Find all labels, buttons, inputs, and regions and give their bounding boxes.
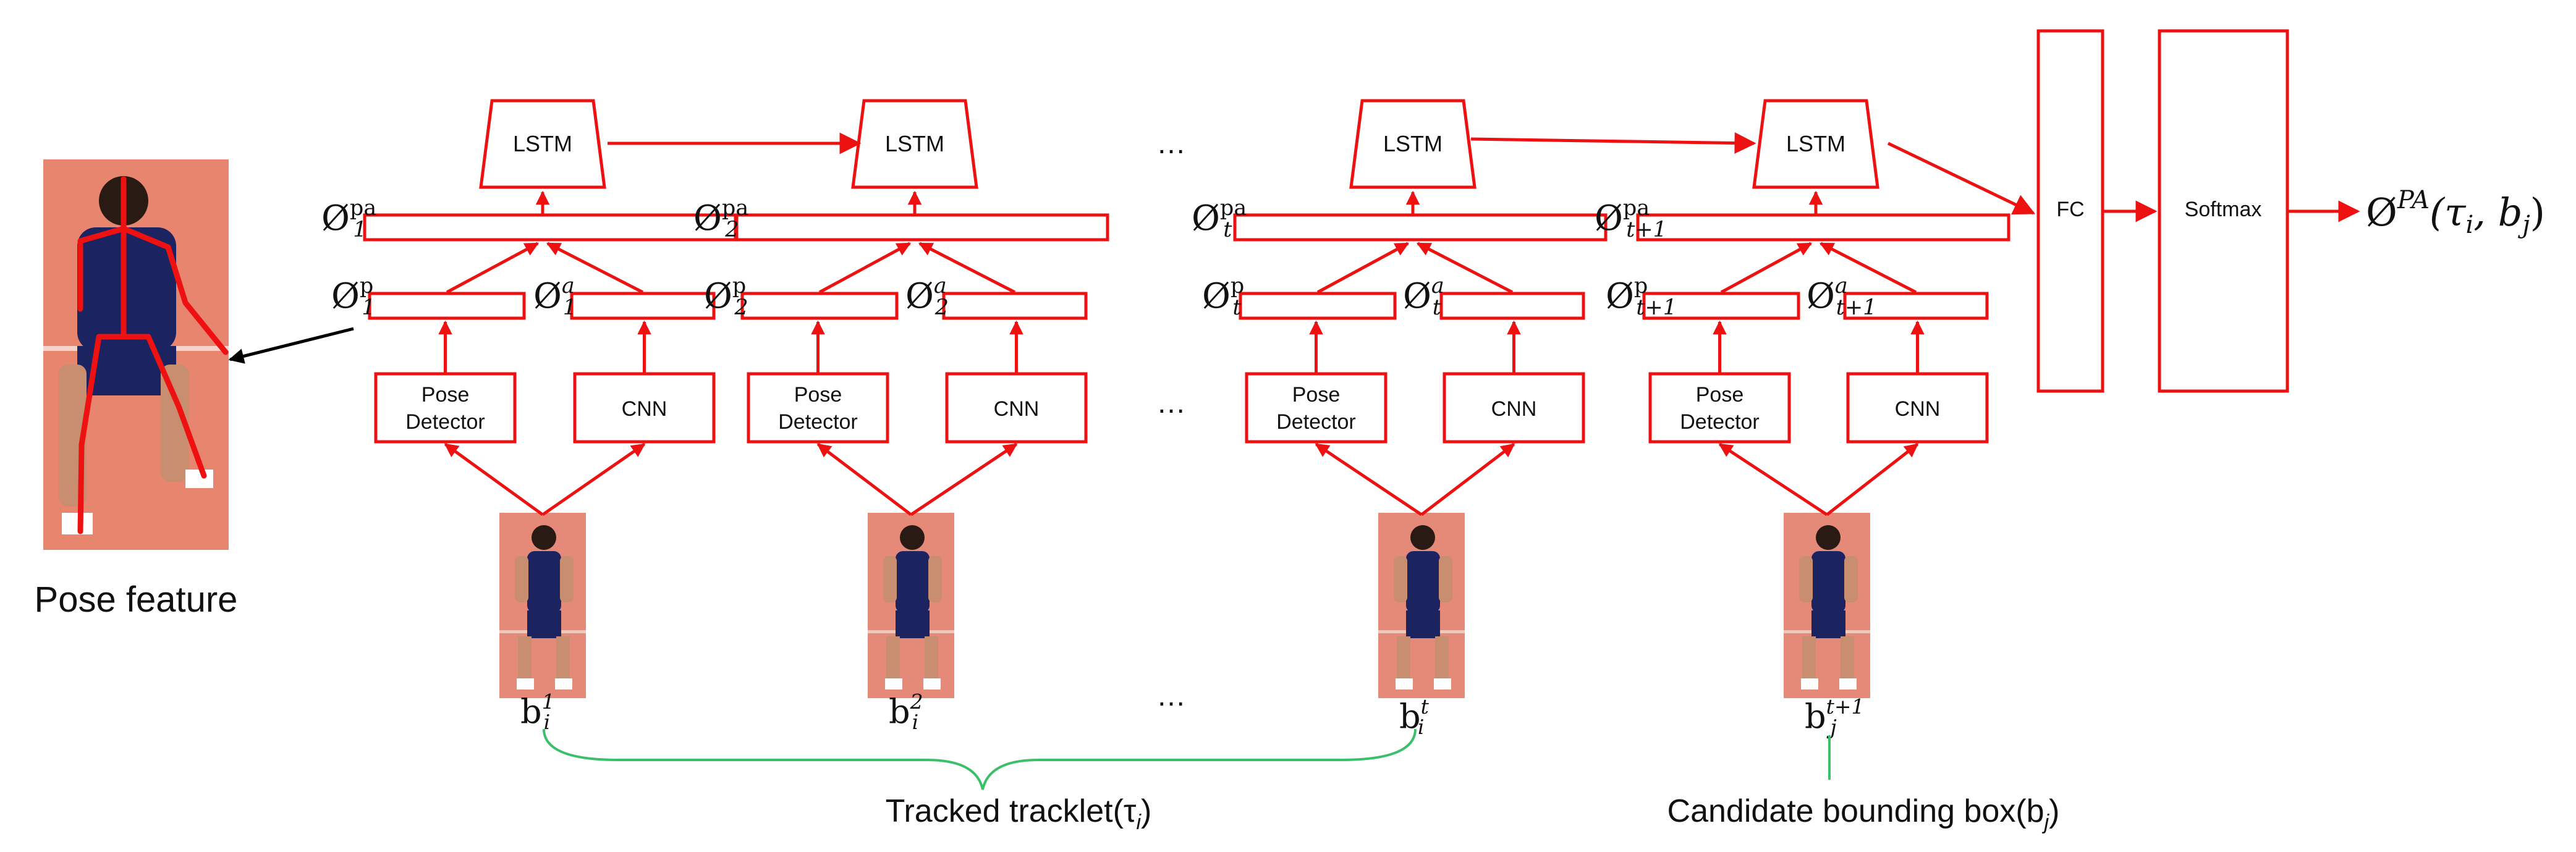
candidate-bounding-box-label: Candidate bounding box(bj): [1667, 793, 2060, 834]
lstm-label: LSTM: [1786, 131, 1845, 156]
fc-label: FC: [2056, 198, 2084, 221]
image-to-cnn-arrow: [1420, 443, 1515, 516]
pose-detector-box: [1245, 372, 1388, 444]
lstm-arrow-to-fc: [1887, 141, 2036, 215]
lstm-label: LSTM: [513, 131, 572, 156]
lstm-cell: [851, 99, 978, 189]
image-to-cnn-arrow: [910, 442, 1018, 517]
pose-feature-vector: [740, 292, 899, 320]
ellipsis-detectors: …: [1156, 387, 1186, 420]
pose-to-combined-arrow: [446, 242, 539, 294]
player-crop-image: [1784, 513, 1870, 698]
pose-appearance-feature-vector: [1636, 213, 2010, 242]
appearance-feature-vector: [570, 292, 716, 320]
player-crop-image: [868, 513, 954, 698]
output-label: ØPA(τi, bj): [2366, 186, 2545, 239]
pose-appearance-feature-vector: [1233, 213, 1608, 242]
cnn-label: CNN: [1491, 397, 1537, 421]
pose-feature-pointer-arrow: [228, 327, 354, 364]
pose-detector-box: [747, 372, 889, 444]
lstm-cell: [479, 99, 606, 189]
pose-to-combined-arrow: [1316, 242, 1409, 294]
ellipsis-bboxes: …: [1156, 680, 1186, 712]
lstm-arrow-3-4: [1470, 132, 1756, 154]
tracked-tracklet-label: Tracked tracklet(τi): [886, 793, 1152, 834]
pose-feature-image: [43, 159, 229, 550]
image-to-pose-detector-arrow: [444, 442, 544, 517]
pose-detector-box: [1648, 372, 1791, 444]
appearance-feature-vector: [942, 292, 1088, 320]
appearance-to-combined-arrow: [1819, 242, 1917, 294]
image-to-pose-detector-arrow: [1718, 442, 1828, 517]
softmax-layer-box: [2158, 29, 2289, 393]
image-to-pose-detector-arrow: [1315, 442, 1423, 517]
image-to-cnn-arrow: [541, 442, 646, 517]
lstm-label: LSTM: [1383, 131, 1443, 156]
pose-to-combined-arrow: [1720, 242, 1812, 294]
lstm-label: LSTM: [885, 131, 944, 156]
skeleton-overlay: [77, 176, 229, 534]
cnn-box: [1443, 372, 1585, 444]
pose-feature-vector: [1642, 292, 1800, 320]
pose-feature-vector: [368, 292, 526, 320]
pose-to-combined-arrow: [818, 242, 911, 294]
cnn-box: [945, 372, 1088, 444]
cnn-box: [573, 372, 716, 444]
appearance-to-combined-arrow: [1417, 242, 1514, 294]
lstm-cell: [1349, 99, 1477, 189]
pose-feature-vector: [1239, 292, 1397, 320]
lstm-cell: [1752, 99, 1879, 189]
appearance-feature-vector: [1439, 292, 1585, 320]
player-crop-image: [499, 513, 586, 698]
cnn-label: CNN: [994, 397, 1040, 421]
image-to-cnn-arrow: [1826, 443, 1919, 516]
cnn-label: CNN: [1895, 397, 1941, 421]
appearance-to-combined-arrow: [546, 242, 644, 294]
pose-feature-caption: Pose feature: [35, 580, 238, 620]
ellipsis-lstm: …: [1156, 127, 1186, 160]
pose-appearance-feature-vector: [363, 213, 737, 242]
player-crop-image: [1378, 513, 1465, 698]
softmax-label: Softmax: [2185, 198, 2262, 221]
cnn-box: [1846, 372, 1989, 444]
appearance-feature-vector: [1843, 292, 1989, 320]
image-to-pose-detector-arrow: [816, 443, 912, 516]
cnn-label: CNN: [622, 397, 667, 421]
appearance-to-combined-arrow: [918, 242, 1016, 294]
pose-detector-box: [374, 372, 517, 444]
tracklet-brace: [543, 728, 1417, 790]
pose-appearance-feature-vector: [735, 213, 1109, 242]
